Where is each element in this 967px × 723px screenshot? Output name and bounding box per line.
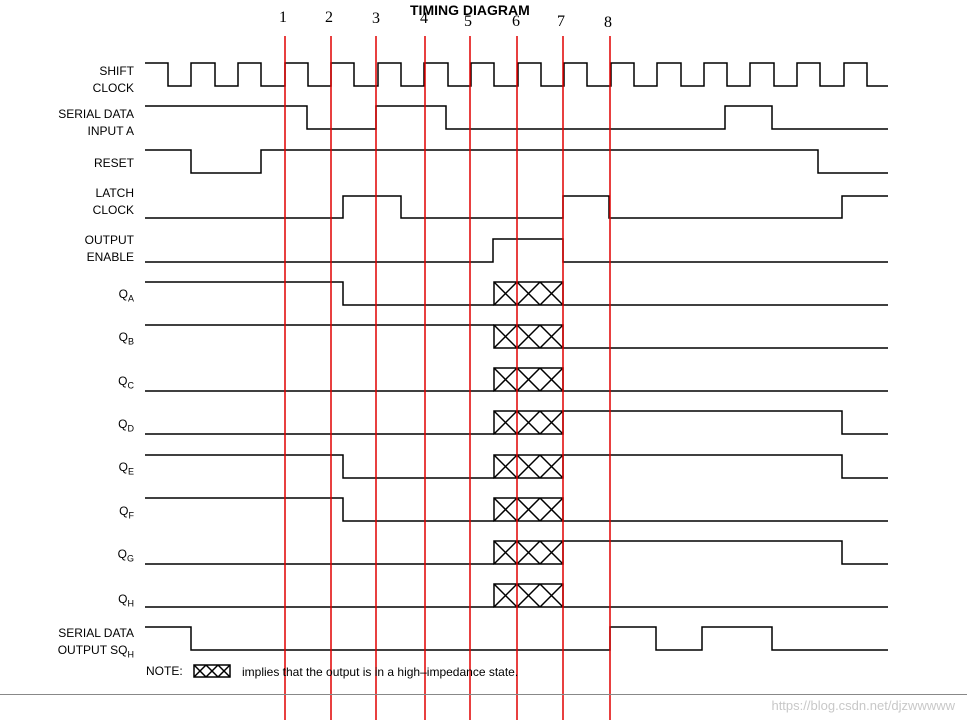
- output-label-qh: QH: [118, 592, 134, 609]
- output-label-qf: QF: [119, 504, 134, 521]
- waveform-shift-clock: [145, 62, 888, 87]
- waveform-serial-data-output: [145, 626, 888, 651]
- diagram-title: TIMING DIAGRAM: [410, 2, 530, 18]
- marker-lines: [284, 36, 611, 720]
- marker-label-4: 4: [420, 10, 428, 27]
- signal-label-reset: RESET: [93, 156, 134, 170]
- high-impedance-blocks: [493, 281, 564, 608]
- waveform-qc-hiz-cross: [493, 367, 564, 392]
- waveform-qg-hiz-cross: [493, 540, 564, 565]
- marker-label-2: 2: [325, 9, 333, 26]
- waveform-qg: [563, 540, 888, 565]
- marker-label-6: 6: [512, 13, 520, 30]
- waveform-reset: [145, 149, 888, 174]
- waveform-qd-hiz-cross: [493, 410, 564, 435]
- marker-label-7: 7: [557, 13, 565, 30]
- marker-label-5: 5: [464, 13, 472, 30]
- page-divider: [0, 694, 967, 695]
- marker-label-1: 1: [279, 9, 287, 26]
- waveform-serial-data-input: [145, 105, 888, 130]
- waveform-qe-hiz-cross: [493, 454, 564, 479]
- waveform-qe: [145, 454, 494, 479]
- waveform-qa-hiz-cross: [493, 281, 564, 306]
- waveform-qh-hiz-cross: [493, 583, 564, 608]
- output-label-qa: QA: [118, 287, 134, 304]
- waveform-qf-hiz-cross: [493, 497, 564, 522]
- note-text: implies that the output is in a high–imp…: [242, 665, 519, 679]
- waveform-qe: [563, 454, 888, 479]
- waveforms: [145, 62, 888, 651]
- waveform-qa: [145, 281, 494, 306]
- signal-label-serial-data-output: SERIAL DATA OUTPUT SQH: [57, 626, 134, 660]
- note-label: NOTE:: [146, 664, 183, 678]
- note-hiz-symbol: [193, 664, 231, 678]
- output-label-qg: QG: [117, 547, 134, 564]
- marker-label-8: 8: [604, 14, 612, 31]
- output-label-qe: QE: [118, 460, 134, 477]
- output-label-qc: QC: [118, 374, 134, 391]
- waveform-output-enable: [145, 238, 888, 263]
- marker-label-3: 3: [372, 10, 380, 27]
- watermark: https://blog.csdn.net/djzwwwww: [771, 698, 955, 713]
- waveform-qf: [145, 497, 494, 522]
- waveform-qb-hiz-cross: [493, 324, 564, 349]
- waveform-qd: [563, 410, 888, 435]
- output-label-qd: QD: [118, 417, 134, 434]
- output-label-qb: QB: [118, 330, 134, 347]
